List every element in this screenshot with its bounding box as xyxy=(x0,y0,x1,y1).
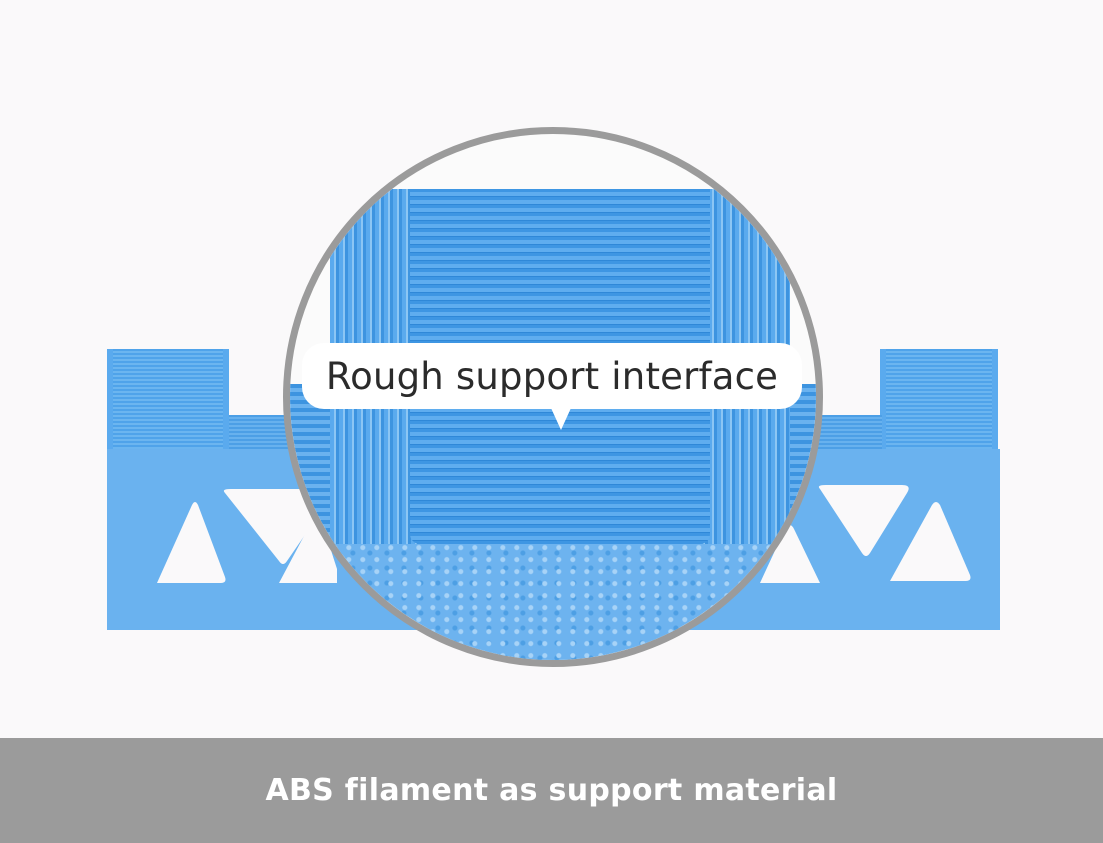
callout-label: Rough support interface xyxy=(325,354,779,398)
product-image: Rough support interface xyxy=(107,127,1000,667)
caption-text: ABS filament as support material xyxy=(265,773,838,808)
callout-bubble: Rough support interface xyxy=(302,343,802,409)
zoomed-textured-base xyxy=(290,544,816,660)
caption-bar: ABS filament as support material xyxy=(0,738,1103,843)
left-tower xyxy=(107,349,229,449)
right-tower xyxy=(880,349,998,449)
callout-pointer xyxy=(551,408,571,430)
